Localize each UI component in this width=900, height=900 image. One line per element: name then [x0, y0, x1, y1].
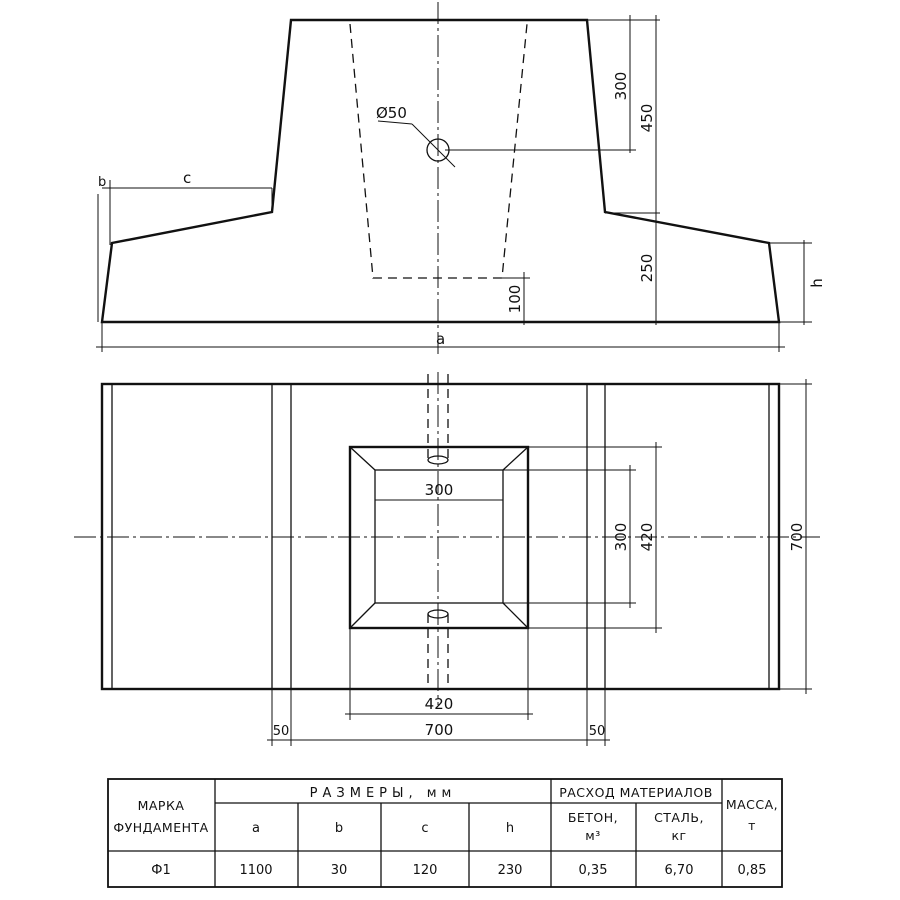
hole-leader: [411, 123, 456, 168]
header-mark-line2: ФУНДАМЕНТА: [113, 820, 208, 835]
col-concrete-line2: м³: [585, 828, 600, 843]
col-b-header: b: [335, 821, 343, 836]
dim-50-left-label: 50: [273, 724, 290, 739]
col-h-header: h: [506, 821, 514, 836]
dim-300v-label: 300: [612, 523, 630, 552]
dim-420h-label: 420: [425, 695, 454, 713]
header-mark-line1: МАРКА: [138, 798, 185, 813]
table-border: [107, 778, 783, 888]
col-c-header: c: [421, 821, 428, 836]
col-concrete-line1: БЕТОН,: [568, 810, 618, 825]
dim-250-label: 250: [638, 254, 656, 283]
socket-corner-br: [502, 602, 529, 629]
header-materials: РАСХОД МАТЕРИАЛОВ: [559, 785, 713, 800]
col-a-header: a: [252, 821, 260, 836]
table-row: Ф1 1100 30 120 230 0,35 6,70 0,85: [151, 863, 766, 878]
cell-mark: Ф1: [151, 863, 170, 878]
hole-bottom-ellipse: [427, 609, 449, 619]
dim-100-label: 100: [506, 285, 524, 314]
dim-700v-label: 700: [788, 523, 806, 552]
dim-450-label: 450: [638, 104, 656, 133]
dim-a-label: a: [436, 330, 445, 348]
cell-b: 30: [331, 863, 348, 878]
cell-concrete: 0,35: [579, 863, 608, 878]
dim-b-label: b: [98, 175, 106, 190]
elevation-view: Ø50 c b h 300 450 250 100 a: [96, 2, 826, 355]
col-steel-line2: кг: [671, 828, 686, 843]
dim-c-label: c: [183, 169, 191, 187]
dim-300h-label: 300: [425, 481, 454, 499]
cell-h: 230: [498, 863, 523, 878]
hole-top-ellipse: [427, 455, 449, 465]
cell-c: 120: [413, 863, 438, 878]
col-steel-line1: СТАЛЬ,: [654, 810, 704, 825]
socket-corner-tr: [502, 446, 529, 471]
cell-a: 1100: [239, 863, 272, 878]
cell-mass: 0,85: [738, 863, 767, 878]
header-sizes: РАЗМЕРЫ, мм: [310, 786, 457, 801]
header-mass-line2: т: [748, 818, 756, 833]
socket-corner-bl: [349, 602, 376, 629]
header-mass-line1: МАССА,: [726, 797, 778, 812]
spec-table: МАРКА ФУНДАМЕНТА РАЗМЕРЫ, мм РАСХОД МАТЕ…: [107, 778, 783, 888]
socket-corner-tl: [349, 446, 376, 471]
hole-diameter-label: Ø50: [376, 104, 407, 122]
hole-leader-shelf: [377, 120, 413, 125]
cell-steel: 6,70: [665, 863, 694, 878]
foundation-outline: [100, 18, 781, 324]
plan-view: 300 300 420 700 420 50 700 50: [74, 372, 820, 746]
dim-h-label: h: [808, 278, 826, 288]
dim-50-right-label: 50: [589, 724, 606, 739]
dim-700h-label: 700: [425, 721, 454, 739]
dim-300-label: 300: [612, 72, 630, 101]
dim-420v-label: 420: [638, 523, 656, 552]
